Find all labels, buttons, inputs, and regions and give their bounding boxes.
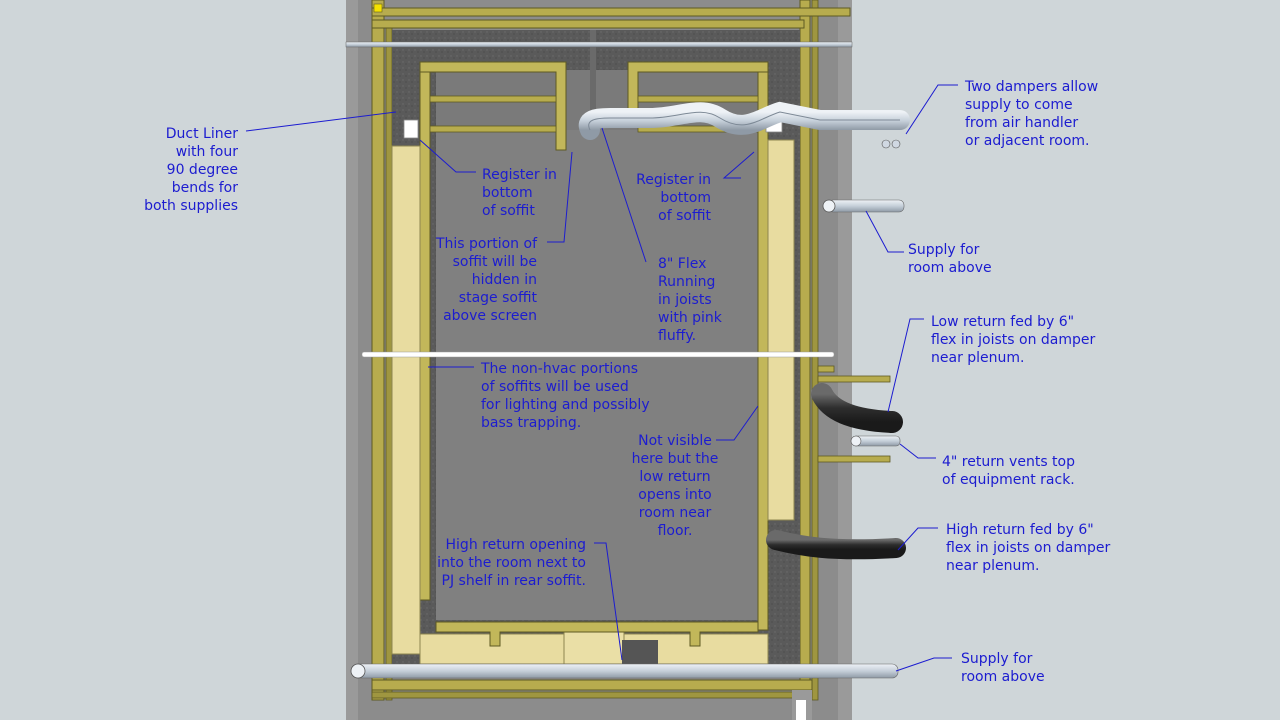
leader-lines xyxy=(245,84,958,672)
label-not-visible: Not visible here but the low return open… xyxy=(631,433,719,539)
label-duct-liner: Duct Liner with four 90 degree bends for… xyxy=(144,126,238,214)
flex-duct-8in xyxy=(578,101,910,140)
room-floor xyxy=(436,130,758,620)
wall-framing-left xyxy=(371,0,385,701)
label-two-dampers: Two dampers allow supply to come from ai… xyxy=(965,79,1099,149)
label-register-right: Register in bottom of soffit xyxy=(636,172,711,224)
high-return-flex xyxy=(766,530,906,560)
wall-framing-right xyxy=(799,0,811,701)
bottom-framing xyxy=(371,679,813,691)
label-return-4in: 4" return vents top of equipment rack. xyxy=(942,454,1075,488)
label-supply-above-top: Supply for room above xyxy=(908,242,992,276)
insulation-right xyxy=(767,139,795,521)
label-flex-8in: 8" Flex Running in joists with pink fluf… xyxy=(658,256,722,344)
soffit-frame-right xyxy=(757,61,769,631)
soffit-frame-left xyxy=(419,61,431,601)
low-return-flex xyxy=(811,383,903,433)
label-high-return-opening: High return opening into the room next t… xyxy=(437,537,586,589)
label-hidden-portion: This portion of soffit will be hidden in… xyxy=(435,236,537,324)
label-supply-above-bottom: Supply for room above xyxy=(961,651,1045,685)
label-low-return: Low return fed by 6" flex in joists on d… xyxy=(931,314,1096,366)
label-high-return-fed: High return fed by 6" flex in joists on … xyxy=(946,522,1111,574)
mid-rod xyxy=(361,351,835,358)
supply-pipe-upper xyxy=(827,199,905,213)
top-framing xyxy=(371,7,851,17)
insulation-left xyxy=(391,145,421,655)
supply-pipe-lower xyxy=(351,663,899,679)
label-non-hvac: The non-hvac portions of soffits will be… xyxy=(481,361,650,431)
register-left xyxy=(403,119,419,139)
label-register-left: Register in bottom of soffit xyxy=(482,167,557,219)
top-rod xyxy=(345,41,853,48)
